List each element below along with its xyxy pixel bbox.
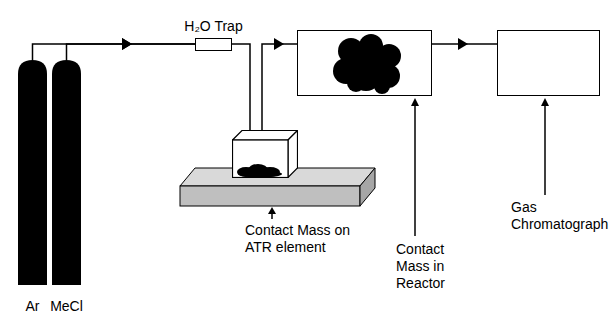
chromatograph-box: Gas Chromatograph (497, 30, 600, 96)
cube-top (233, 131, 298, 141)
cube-side (288, 131, 298, 178)
gas-line (232, 44, 250, 130)
leader-line (414, 104, 416, 236)
gas-cylinder: MeCl (52, 60, 81, 285)
cylinder-outline (52, 60, 81, 285)
reactor-fill (298, 31, 433, 97)
contact-mass (374, 78, 390, 94)
contact-mass (347, 74, 365, 92)
gas-line (432, 38, 497, 50)
arrow-head (122, 38, 132, 50)
arrow-head (458, 38, 468, 50)
connector-path (232, 44, 250, 130)
label-text: Gas Chromatograph (511, 199, 614, 233)
gas-line (33, 38, 196, 60)
leader-line (544, 104, 546, 195)
atr-element (180, 168, 375, 206)
cube-front (233, 140, 289, 178)
label-text: MeCl (50, 298, 83, 315)
node-label: H₂O Trap (184, 18, 242, 35)
leader-head (411, 98, 419, 106)
contact-mass (354, 46, 384, 76)
node-label: Gas Chromatograph (511, 199, 614, 233)
node-label: Contact Mass in Reactor (396, 241, 458, 292)
reactor-box: Contact Mass in Reactor (297, 30, 432, 96)
cylinder-body (18, 60, 47, 285)
trap-box: H₂O Trap (195, 38, 232, 51)
node-label: MeCl (50, 298, 83, 315)
connector-path (33, 44, 196, 60)
label-text: Contact Mass on ATR element (245, 222, 360, 256)
leader-head (268, 207, 276, 214)
leader-head (541, 98, 549, 106)
arrow-head (122, 38, 132, 50)
atr-side-face (360, 168, 375, 206)
atr-front-face (180, 186, 360, 206)
atr-cell: Contact Mass on ATR element (232, 130, 298, 178)
label-text: H₂O Trap (184, 18, 242, 35)
node-label: Contact Mass on ATR element (245, 222, 360, 256)
gas-line (262, 38, 297, 130)
leader-arrows (268, 98, 549, 236)
cylinder-body (52, 60, 81, 285)
label-text: Ar (26, 298, 40, 315)
node-label: Ar (26, 298, 40, 315)
contact-mass (238, 171, 282, 178)
label-text: Contact Mass in Reactor (396, 241, 458, 292)
cylinder-outline (18, 60, 47, 285)
connector-path (262, 44, 297, 130)
arrow-head (274, 38, 284, 50)
gas-line (67, 38, 196, 60)
gas-cylinder: Ar (18, 60, 47, 285)
cube-outline (232, 130, 298, 178)
connector-path (67, 44, 196, 60)
